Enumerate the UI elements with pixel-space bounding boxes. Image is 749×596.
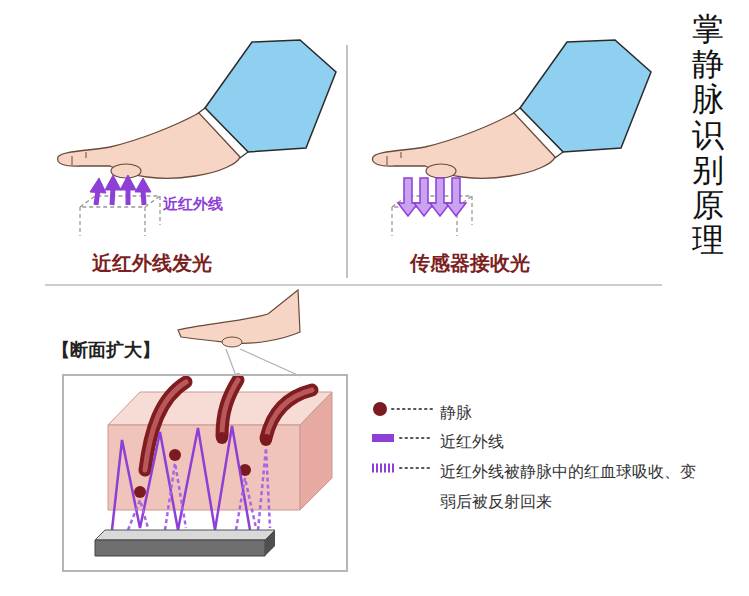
- inset-heading: 【断面扩大】: [52, 338, 350, 362]
- legend-row: 近红外线被静脉中的红血球吸收、变弱后被反射回来: [440, 457, 702, 518]
- hand-illustration: [178, 290, 300, 347]
- hand-illustration: [373, 40, 651, 178]
- label-holder: 传感器接收光: [410, 250, 530, 277]
- legend-text: 近红外线被静脉中的红血球吸收、变弱后被反射回来: [440, 457, 702, 518]
- leader-line: [226, 349, 300, 376]
- legend-dash-sample: [372, 464, 395, 473]
- infrared-arrow: [398, 178, 466, 216]
- title-holder: 掌静脉识别原理: [692, 12, 724, 258]
- inset-border: [62, 374, 348, 572]
- ray-label: 近红外线: [163, 195, 223, 214]
- palm-cross-section: [95, 380, 332, 556]
- panel-divider: [346, 45, 347, 278]
- legend-line-sample: [372, 434, 394, 442]
- legend-row: 近红外线: [440, 427, 680, 457]
- legend-text: 近红外线: [440, 427, 680, 457]
- legend-leader: [392, 409, 432, 468]
- panel-caption: 传感器接收光: [410, 250, 530, 277]
- legend-swatch: [373, 402, 387, 416]
- label-holder: 近红外线发光: [92, 250, 212, 277]
- legend-text: 静脉: [440, 398, 680, 428]
- panel-divider: [45, 284, 662, 285]
- vertical-title: 掌静脉识别原理: [692, 12, 724, 258]
- infrared-arrow: [90, 175, 151, 205]
- inset-panel: 【断面扩大】: [52, 338, 350, 572]
- sensor-box: [80, 196, 160, 236]
- label-holder: 近红外线: [163, 195, 223, 214]
- legend-row: 静脉: [440, 398, 680, 428]
- panel-caption: 近红外线发光: [92, 250, 212, 277]
- hand-illustration: [58, 40, 336, 178]
